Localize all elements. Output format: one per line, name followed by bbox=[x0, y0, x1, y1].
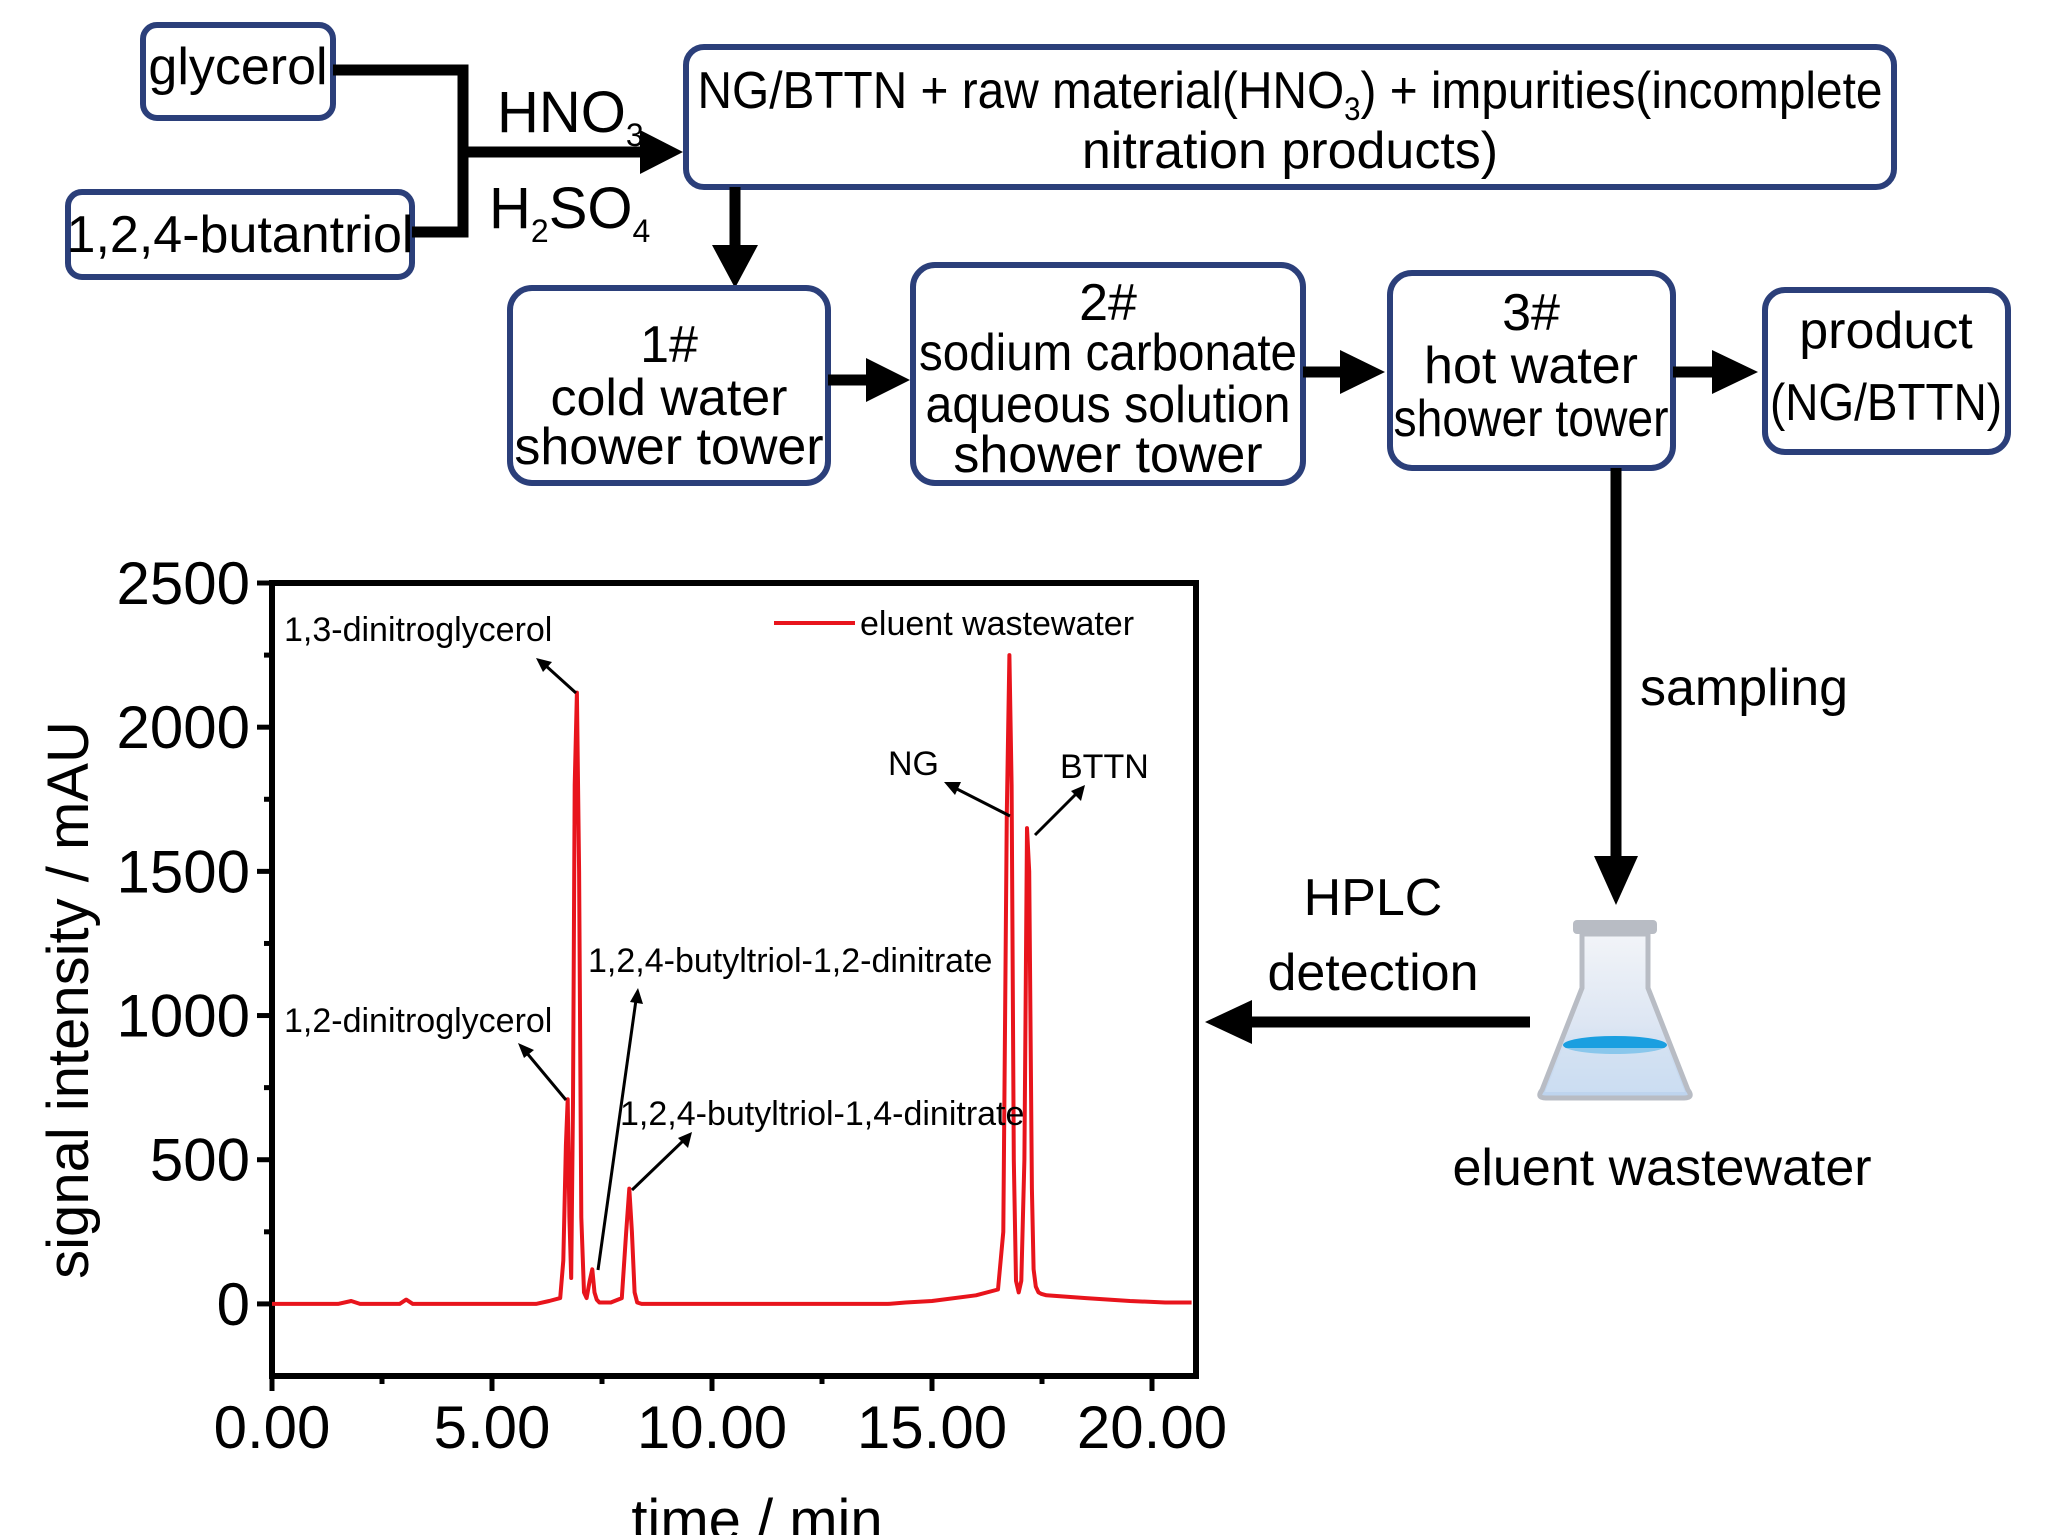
nitration-output-line2: nitration products) bbox=[1082, 122, 1498, 180]
peak-label-12-dinitroglycerol: 1,2-dinitroglycerol bbox=[284, 1002, 552, 1040]
peak-label-butyltriol-14: 1,2,4-butyltriol-1,4-dinitrate bbox=[620, 1095, 1024, 1133]
product-box[interactable] bbox=[1762, 287, 2011, 455]
process-flow: glycerol 1,2,4-butantriol HNO3 H2SO4 NG/… bbox=[65, 22, 2011, 1197]
ann-bt12-head bbox=[630, 988, 643, 1004]
node-glycerol-label: glycerol bbox=[148, 38, 327, 96]
ann-12-head bbox=[518, 1043, 534, 1058]
reagent-hno3: HNO3 bbox=[497, 80, 644, 153]
product-line2: (NG/BTTN) bbox=[1770, 374, 2002, 432]
tower-2-line4: shower tower bbox=[953, 426, 1262, 484]
peak-annotations: 1,3-dinitroglycerol 1,2-dinitroglycerol … bbox=[284, 611, 1149, 1271]
y-tick-label: 1000 bbox=[117, 983, 250, 1050]
erlenmeyer-flask-icon bbox=[1537, 920, 1693, 1101]
tower-2-line2: sodium carbonate bbox=[919, 324, 1297, 382]
ann-ng-head bbox=[944, 782, 961, 795]
reagent-h2so4: H2SO4 bbox=[489, 176, 650, 249]
y-axis: 0 500 1000 1500 2000 2500 bbox=[117, 550, 272, 1338]
y-tick-label: 2000 bbox=[117, 694, 250, 761]
tower-1-line3: shower tower bbox=[514, 418, 823, 476]
nitration-output-box[interactable] bbox=[683, 44, 1897, 190]
chromatogram-chart: 0 500 1000 1500 2000 2500 0.00 5.00 10.00 15.00 2… bbox=[36, 550, 1227, 1535]
ann-bt12-line bbox=[596, 999, 638, 1271]
y-tick-label: 1500 bbox=[117, 838, 250, 905]
tower-1-line1: 1# bbox=[640, 316, 698, 374]
peak-label-13-dinitroglycerol: 1,3-dinitroglycerol bbox=[284, 611, 552, 649]
tower-3-line1: 3# bbox=[1502, 284, 1560, 342]
ann-bt14-head bbox=[678, 1132, 692, 1148]
ann-ng-line bbox=[954, 786, 1011, 818]
ann-13-head bbox=[536, 658, 552, 672]
y-tick-label: 0 bbox=[217, 1271, 250, 1338]
peak-label-ng: NG bbox=[888, 745, 939, 783]
ann-13-line bbox=[543, 663, 578, 695]
nitration-output-line1: NG/BTTN + raw material(HNO3) + impuritie… bbox=[698, 62, 1883, 127]
to-tower1-head bbox=[712, 245, 758, 288]
x-tick-label: 15.00 bbox=[857, 1394, 1007, 1461]
y-tick-label: 500 bbox=[150, 1127, 250, 1194]
tower1-to-2-head bbox=[866, 358, 910, 402]
legend: eluent wastewater bbox=[774, 605, 1134, 643]
reaction-arrow-head bbox=[640, 130, 683, 174]
detection-arrow-head bbox=[1205, 1000, 1252, 1044]
x-tick-label: 20.00 bbox=[1077, 1394, 1227, 1461]
ann-bttn-head bbox=[1071, 785, 1085, 801]
tower-2-line1: 2# bbox=[1079, 274, 1137, 332]
peak-label-bttn: BTTN bbox=[1060, 748, 1149, 786]
y-axis-label: signal intensity / mAU bbox=[36, 721, 101, 1279]
peak-label-butyltriol-12: 1,2,4-butyltriol-1,2-dinitrate bbox=[588, 942, 992, 980]
y-tick-label: 2500 bbox=[117, 550, 250, 617]
tower-1-line2: cold water bbox=[551, 369, 788, 427]
legend-label: eluent wastewater bbox=[860, 605, 1134, 643]
tower-3-line3: shower tower bbox=[1394, 390, 1669, 448]
x-tick-label: 10.00 bbox=[637, 1394, 787, 1461]
ann-bt14-line bbox=[630, 1138, 686, 1192]
x-axis-label: time / min bbox=[631, 1488, 882, 1535]
tower-3-line2: hot water bbox=[1424, 337, 1638, 395]
sampling-label: sampling bbox=[1640, 659, 1848, 717]
x-tick-label: 0.00 bbox=[214, 1394, 331, 1461]
x-tick-label: 5.00 bbox=[434, 1394, 551, 1461]
tower2-to-3-head bbox=[1340, 350, 1385, 394]
x-axis: 0.00 5.00 10.00 15.00 20.00 bbox=[214, 1376, 1227, 1461]
node-butantriol-label: 1,2,4-butantriol bbox=[67, 206, 414, 264]
product-line1: product bbox=[1799, 302, 1973, 360]
detection-label-line1: HPLC bbox=[1304, 869, 1443, 927]
detection-label-line2: detection bbox=[1267, 944, 1478, 1002]
tower-2-line3: aqueous solution bbox=[926, 376, 1291, 434]
ann-bttn-line bbox=[1033, 791, 1079, 837]
sample-label: eluent wastewater bbox=[1452, 1139, 1871, 1197]
sampling-arrow-head bbox=[1594, 856, 1638, 905]
tower3-to-product-head bbox=[1712, 350, 1758, 394]
series-eluent-wastewater bbox=[272, 653, 1192, 1306]
plot-frame bbox=[269, 580, 1199, 1379]
ann-12-line bbox=[524, 1051, 568, 1101]
